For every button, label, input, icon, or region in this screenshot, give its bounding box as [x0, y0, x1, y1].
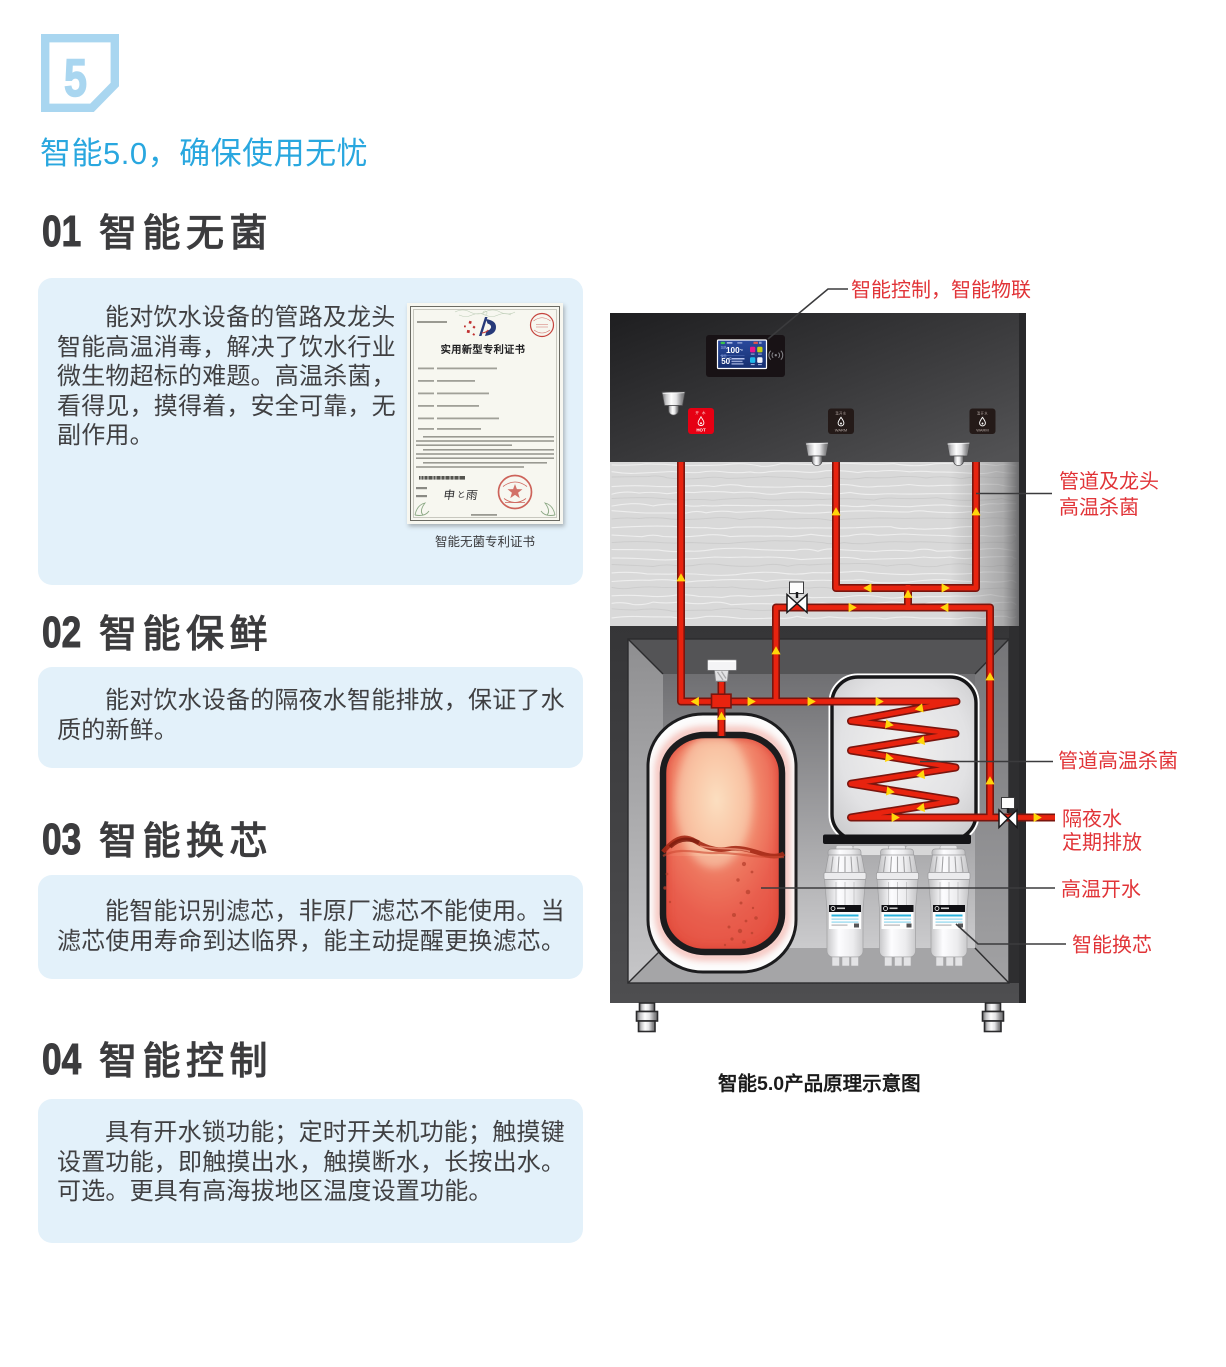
svg-text:雨: 雨 [465, 490, 478, 502]
svg-text:℃: ℃ [729, 357, 733, 360]
svg-text:管道高温杀菌: 管道高温杀菌 [1058, 750, 1178, 773]
svg-text:智能控制，智能物联: 智能控制，智能物联 [851, 279, 1031, 302]
svg-text:开 水: 开 水 [695, 410, 706, 415]
svg-text:智能5.0产品原理示意图: 智能5.0产品原理示意图 [718, 1072, 921, 1095]
svg-text:50: 50 [721, 357, 730, 366]
svg-text:申: 申 [443, 489, 456, 502]
svg-text:保温: 保温 [721, 353, 727, 358]
svg-text:高温开水: 高温开水 [1061, 878, 1141, 901]
svg-text:100: 100 [726, 346, 740, 355]
svg-text:加热: 加热 [721, 345, 727, 350]
svg-text:℃: ℃ [740, 348, 744, 352]
svg-text:WARM: WARM [835, 428, 848, 433]
svg-text:HOT: HOT [696, 428, 706, 433]
svg-text:实用新型专利证书: 实用新型专利证书 [441, 343, 526, 356]
svg-text:と: と [457, 489, 466, 500]
svg-text:智能换芯: 智能换芯 [1072, 934, 1152, 957]
svg-text:5: 5 [64, 49, 87, 108]
svg-text:温开水: 温开水 [835, 411, 847, 416]
svg-text:隔夜水: 隔夜水 [1062, 808, 1122, 831]
svg-text:管道及龙头: 管道及龙头 [1059, 470, 1159, 493]
svg-text:定期排放: 定期排放 [1062, 831, 1142, 854]
svg-text:高温杀菌: 高温杀菌 [1059, 496, 1139, 519]
